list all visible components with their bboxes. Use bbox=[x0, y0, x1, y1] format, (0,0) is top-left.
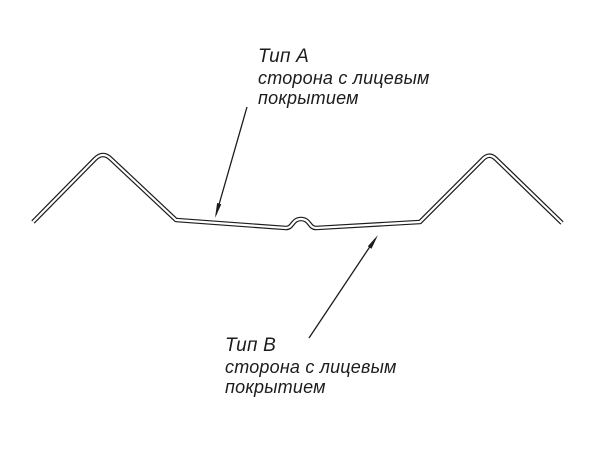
sheet-profile-outer bbox=[31, 152, 564, 231]
leader-arrow-a-icon bbox=[215, 203, 222, 218]
label-type-a-desc2: покрытием bbox=[258, 88, 359, 108]
sheet-profile-inner bbox=[32, 153, 563, 230]
leader-arrow-b-icon bbox=[367, 235, 378, 249]
label-type-a-desc1: сторона с лицевым bbox=[258, 68, 430, 88]
leader-line-a bbox=[215, 106, 248, 216]
label-type-a: Тип А сторона с лицевым покрытием bbox=[258, 46, 430, 109]
label-type-b-desc2: покрытием bbox=[225, 377, 326, 397]
leader-line-b bbox=[308, 238, 376, 339]
label-type-b-desc1: сторона с лицевым bbox=[225, 357, 397, 377]
label-type-b: Тип В сторона с лицевым покрытием bbox=[225, 335, 397, 398]
label-type-a-title: Тип А bbox=[258, 46, 309, 67]
label-type-b-title: Тип В bbox=[225, 335, 276, 356]
